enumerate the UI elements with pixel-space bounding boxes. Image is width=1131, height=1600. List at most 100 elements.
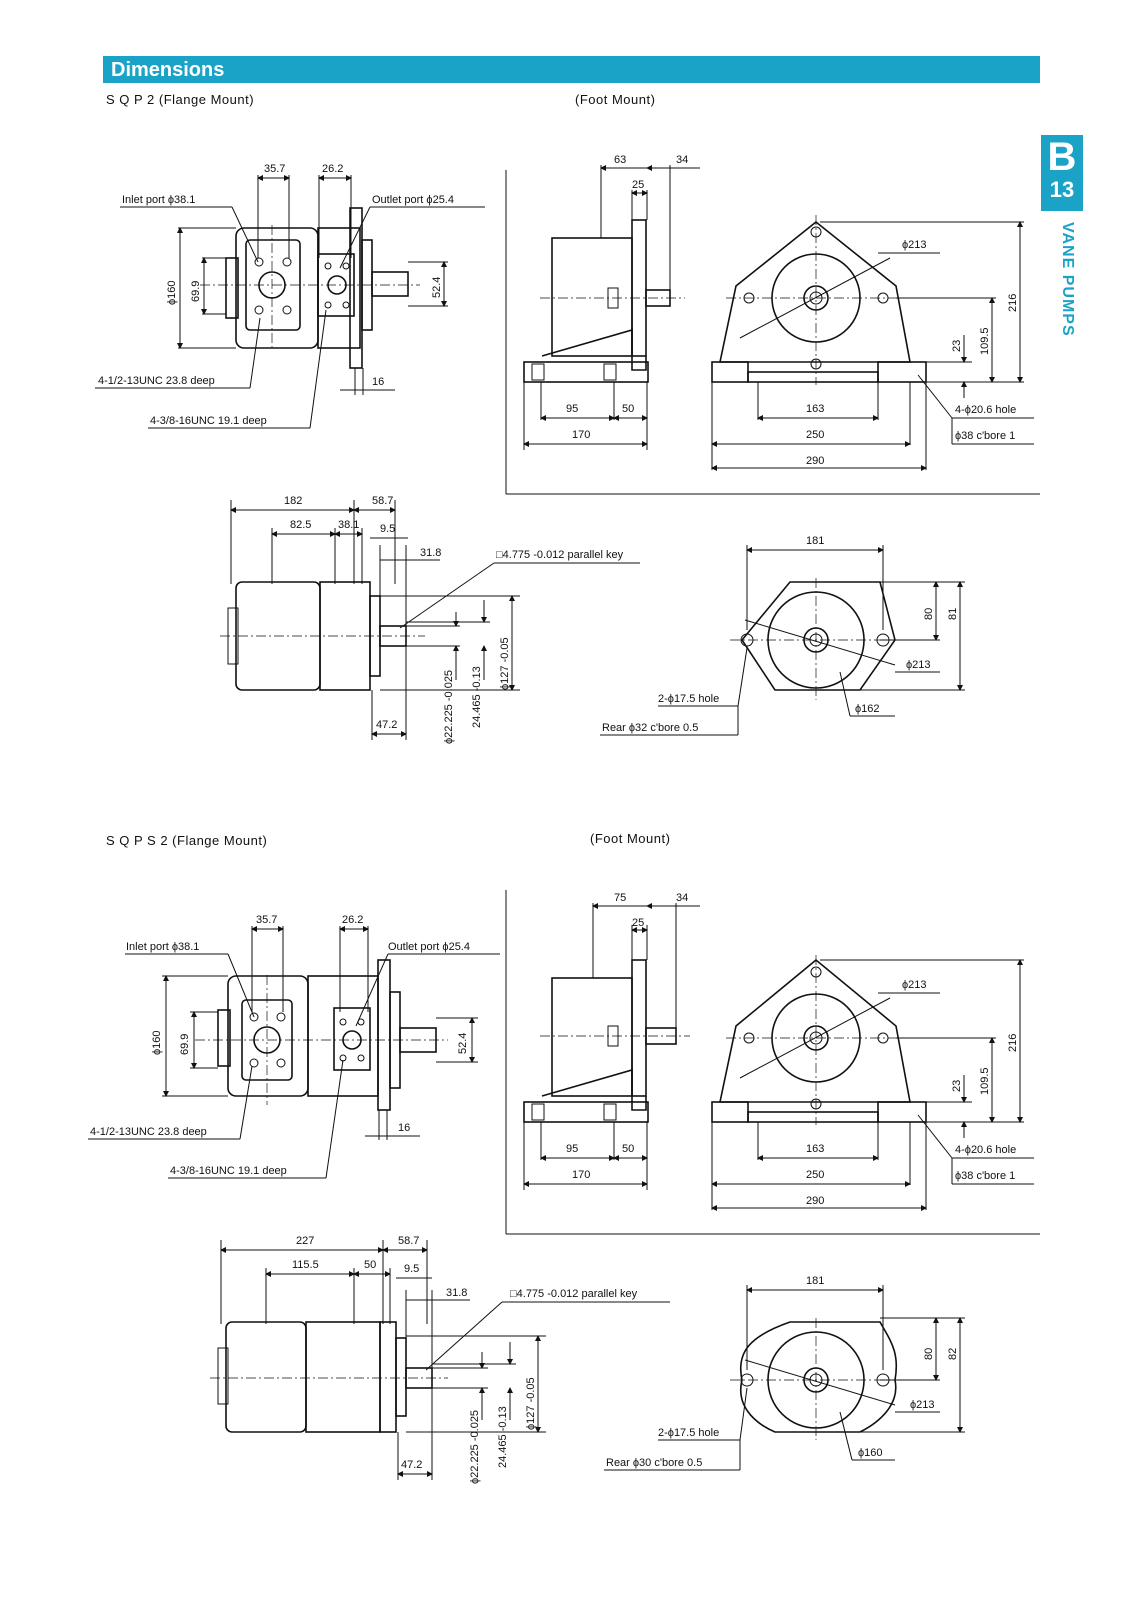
sqps2-dim-phi160: ϕ160 bbox=[151, 1030, 163, 1055]
sqp2-thread-1: 4-1/2-13UNC 23.8 deep bbox=[98, 375, 215, 387]
sqp2-outlet-port: Outlet port ϕ25.4 bbox=[372, 194, 454, 206]
sqp2-rear-phi162: ϕ162 bbox=[855, 703, 880, 715]
sqp2-side-dim-9-5: 9.5 bbox=[380, 523, 395, 535]
sqp2-dim-phi160: ϕ160 bbox=[166, 280, 178, 305]
sqps2-model-label: S Q P S 2 (Flange Mount) bbox=[106, 833, 268, 848]
section-letter: B bbox=[1047, 135, 1077, 179]
sqp2-foot-dim-163: 163 bbox=[806, 403, 824, 415]
sqps2-rear-dim-181: 181 bbox=[806, 1275, 824, 1287]
sqps2-side-phi127: ϕ127 -0.05 bbox=[525, 1377, 537, 1430]
sqp2-foot-dim-290: 290 bbox=[806, 455, 824, 467]
sqps2-dim-52-4: 52.4 bbox=[457, 1033, 469, 1054]
sqps2-foot-dim-250: 250 bbox=[806, 1169, 824, 1181]
sqps2-side-shaft-1: ϕ22.225 -0.025 bbox=[469, 1410, 481, 1484]
sqps2-foot-front-view: ϕ213 216 109.5 23 163 250 290 4-ϕ20.6 ho… bbox=[711, 955, 1034, 1211]
sqp2-side-dim-82-5: 82.5 bbox=[290, 519, 311, 531]
sqps2-foot-phi213: ϕ213 bbox=[902, 979, 927, 991]
sqps2-inlet-port: Inlet port ϕ38.1 bbox=[126, 941, 199, 953]
sqps2-foot-dim-163: 163 bbox=[806, 1143, 824, 1155]
sqps2-side-view: 227 58.7 115.5 50 9.5 31.8 □4.775 -0.012… bbox=[210, 1235, 670, 1484]
sqp2-dim-26-2: 26.2 bbox=[322, 163, 343, 175]
sqp2-side-shaft-2: 24.465 -0.13 bbox=[471, 666, 483, 728]
sqps2-dim-16: 16 bbox=[398, 1122, 410, 1134]
sqps2-foot-dim-50: 50 bbox=[622, 1143, 634, 1155]
sqps2-side-dim-227: 227 bbox=[296, 1235, 314, 1247]
sqp2-side-shaft-1: ϕ22.225 -0.025 bbox=[443, 670, 455, 744]
sqps2-side-dim-58-7: 58.7 bbox=[398, 1235, 419, 1247]
sqp2-inlet-port: Inlet port ϕ38.1 bbox=[122, 194, 195, 206]
sqp2-foot-dim-50: 50 bbox=[622, 403, 634, 415]
sqp2-rear-hole: 2-ϕ17.5 hole bbox=[658, 693, 719, 705]
sqps2-foot-cbore: ϕ38 c'bore 1 bbox=[955, 1170, 1015, 1182]
sqp2-side-dim-38-1: 38.1 bbox=[338, 519, 359, 531]
sqp2-foot-dim-216: 216 bbox=[1007, 294, 1019, 312]
sqps2-rear-phi213: ϕ213 bbox=[910, 1399, 935, 1411]
sqp2-thread-2: 4-3/8-16UNC 19.1 deep bbox=[150, 415, 267, 427]
sqps2-outlet-port: Outlet port ϕ25.4 bbox=[388, 941, 470, 953]
sqps2-side-dim-9-5: 9.5 bbox=[404, 1263, 419, 1275]
sqp2-side-dim-31-8: 31.8 bbox=[420, 547, 441, 559]
sqp2-rear-dim-80: 80 bbox=[923, 608, 935, 620]
page-title: Dimensions bbox=[111, 59, 225, 81]
header-bar: Dimensions bbox=[103, 56, 1040, 83]
sqp2-foot-dim-109-5: 109.5 bbox=[979, 327, 991, 355]
sqp2-dim-16: 16 bbox=[372, 376, 384, 388]
sqp2-foot-dim-25: 25 bbox=[632, 179, 644, 191]
sqps2-thread-2: 4-3/8-16UNC 19.1 deep bbox=[170, 1165, 287, 1177]
sqp2-side-view: 182 58.7 82.5 38.1 9.5 31.8 □4.775 -0.01… bbox=[220, 495, 640, 744]
sqps2-dim-69-9: 69.9 bbox=[179, 1034, 191, 1055]
sqp2-side-phi127: ϕ127 -0.05 bbox=[499, 637, 511, 690]
sqp2-model-label: S Q P 2 (Flange Mount) bbox=[106, 92, 255, 107]
sqp2-side-dim-58-7: 58.7 bbox=[372, 495, 393, 507]
sqp2-foot-label: (Foot Mount) bbox=[575, 92, 656, 107]
sqps2-thread-1: 4-1/2-13UNC 23.8 deep bbox=[90, 1126, 207, 1138]
sqps2-foot-dim-34: 34 bbox=[676, 892, 688, 904]
sqp2-dim-35-7: 35.7 bbox=[264, 163, 285, 175]
sqp2-rear-view: 181 80 81 ϕ213 2-ϕ17.5 hole ϕ162 Rear ϕ3… bbox=[600, 535, 965, 736]
sqps2-dim-35-7: 35.7 bbox=[256, 914, 277, 926]
sqp2-dim-52-4: 52.4 bbox=[431, 277, 443, 298]
sqps2-foot-dim-109-5: 109.5 bbox=[979, 1067, 991, 1095]
sqp2-foot-dim-250: 250 bbox=[806, 429, 824, 441]
sqp2-side-dim-182: 182 bbox=[284, 495, 302, 507]
sqps2-foot-dim-170: 170 bbox=[572, 1169, 590, 1181]
sqps2-foot-dim-75: 75 bbox=[614, 892, 626, 904]
sqps2-side-key: □4.775 -0.012 parallel key bbox=[510, 1288, 638, 1300]
sqps2-foot-dim-23: 23 bbox=[951, 1080, 963, 1092]
sqps2-rear-hole: 2-ϕ17.5 hole bbox=[658, 1427, 719, 1439]
sqps2-rear-dim-80: 80 bbox=[923, 1348, 935, 1360]
sqp2-rear-cbore: Rear ϕ32 c'bore 0.5 bbox=[602, 722, 698, 734]
sqps2-rear-dim-82: 82 bbox=[947, 1348, 959, 1360]
sqps2-rear-cbore: Rear ϕ30 c'bore 0.5 bbox=[606, 1457, 702, 1469]
sqp2-foot-dim-95: 95 bbox=[566, 403, 578, 415]
sqp2-side-key: □4.775 -0.012 parallel key bbox=[496, 549, 624, 561]
sqps2-foot-dim-290: 290 bbox=[806, 1195, 824, 1207]
sqp2-rear-phi213: ϕ213 bbox=[906, 659, 931, 671]
sqps2-side-shaft-2: 24.465 -0.13 bbox=[497, 1406, 509, 1468]
sqps2-side-dim-31-8: 31.8 bbox=[446, 1287, 467, 1299]
sqps2-foot-dim-25: 25 bbox=[632, 917, 644, 929]
sqps2-side-dim-115-5: 115.5 bbox=[292, 1259, 319, 1271]
sqp2-foot-front-view: ϕ213 216 109.5 23 163 250 290 4-ϕ20.6 ho… bbox=[711, 215, 1034, 471]
section-tab: B 13 bbox=[1041, 135, 1083, 211]
sqp2-rear-dim-181: 181 bbox=[806, 535, 824, 547]
sqp2-foot-hole: 4-ϕ20.6 hole bbox=[955, 404, 1016, 416]
sqp2-foot-dim-34: 34 bbox=[676, 154, 688, 166]
sqps2-foot-side-view: 75 34 25 95 50 170 bbox=[523, 892, 700, 1190]
sqp2-side-dim-47-2: 47.2 bbox=[376, 719, 397, 731]
sqps2-dim-26-2: 26.2 bbox=[342, 914, 363, 926]
sqp2-foot-dim-63: 63 bbox=[614, 154, 626, 166]
sqp2-foot-phi213: ϕ213 bbox=[902, 239, 927, 251]
sqps2-rear-view: 181 80 82 ϕ213 2-ϕ17.5 hole ϕ160 Rear ϕ3… bbox=[604, 1275, 965, 1471]
sqp2-flange-view: 35.7 26.2 Inlet port ϕ38.1 Outlet port ϕ… bbox=[95, 163, 485, 429]
sqp2-foot-cbore: ϕ38 c'bore 1 bbox=[955, 430, 1015, 442]
sqps2-side-dim-47-2: 47.2 bbox=[401, 1459, 422, 1471]
sqps2-rear-phi160: ϕ160 bbox=[858, 1447, 883, 1459]
sqp2-dim-69-9: 69.9 bbox=[190, 281, 202, 302]
sqp2-foot-dim-23: 23 bbox=[951, 340, 963, 352]
sqps2-side-dim-50: 50 bbox=[364, 1259, 376, 1271]
sqp2-foot-side-view: 63 34 25 95 50 170 bbox=[523, 154, 700, 450]
sqps2-foot-dim-216: 216 bbox=[1007, 1034, 1019, 1052]
sqps2-foot-hole: 4-ϕ20.6 hole bbox=[955, 1144, 1016, 1156]
